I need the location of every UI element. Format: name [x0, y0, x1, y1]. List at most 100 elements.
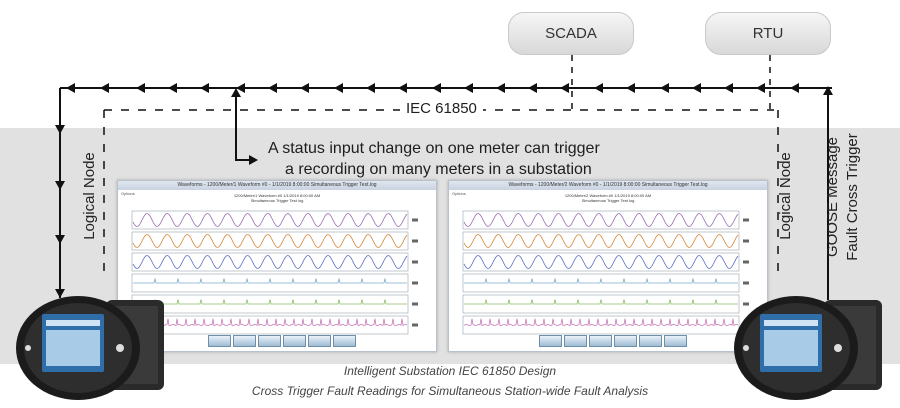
bus-arrow [66, 83, 75, 93]
bus-arrow [594, 83, 603, 93]
trace-frame [462, 252, 740, 272]
bus-arrow [398, 83, 407, 93]
logical-node-left-label: Logical Node [81, 152, 98, 240]
window-header: 1200/Meter/2 Waveform #0 1/1/2019 8:00:0… [449, 193, 767, 203]
window-menu: Options [452, 191, 466, 196]
trace-scale-label [412, 218, 418, 222]
waveform-trace [463, 213, 739, 227]
taskbar-button [233, 335, 256, 347]
status-text-line2: a recording on many meters in a substati… [285, 161, 592, 178]
taskbar-button [614, 335, 637, 347]
waveform-trace [463, 234, 739, 248]
waveform-trace [132, 255, 408, 269]
bus-arrow [100, 83, 109, 93]
waveform-trace [132, 318, 408, 327]
trace-scale-label [743, 239, 749, 243]
bus-arrow [464, 83, 473, 93]
trace-scale-label [412, 281, 418, 285]
window-titlebar [118, 181, 436, 190]
taskbar-button [308, 335, 331, 347]
taskbar-button [258, 335, 281, 347]
waveform-trace [463, 318, 739, 327]
bus-arrow [432, 83, 441, 93]
trace-frame [131, 315, 409, 335]
drop-arrow [55, 235, 65, 244]
waveform-trace [132, 213, 408, 227]
bus-arrow [660, 83, 669, 93]
drop-arrow [55, 289, 65, 298]
waveform-trace [464, 299, 738, 305]
caption-line1: Intelligent Substation IEC 61850 Design [343, 364, 557, 378]
protocol-label: IEC 61850 [400, 100, 483, 117]
taskbar-button [589, 335, 612, 347]
caption-line2: Cross Trigger Fault Readings for Simulta… [251, 384, 649, 398]
waveform-trace [133, 299, 407, 305]
drop-arrow [55, 125, 65, 134]
bus-arrow [136, 83, 145, 93]
bus-arrow [334, 83, 343, 93]
trace-scale-label [743, 302, 749, 306]
bus-arrow [496, 83, 505, 93]
bus-arrow [300, 83, 309, 93]
logical-node-right-label: Logical Node [777, 152, 794, 240]
taskbar-button [208, 335, 231, 347]
rtu-label: RTU [752, 25, 784, 42]
drop-arrow [55, 181, 65, 190]
status-branch-pointer [249, 155, 258, 165]
status-branch-arrow [231, 88, 241, 97]
window-menu: Options [121, 191, 135, 196]
power-meter-right [734, 296, 882, 400]
trace-scale-label [412, 323, 418, 327]
taskbar-button [564, 335, 587, 347]
waveform-trace [463, 255, 739, 269]
waveform-trace [132, 234, 408, 248]
window-taskbar-1 [208, 333, 358, 347]
waveform-traces-2 [462, 210, 749, 335]
status-text-line1: A status input change on one meter can t… [268, 140, 600, 157]
taskbar-button [539, 335, 562, 347]
rise-arrow-top [823, 86, 833, 95]
bus-arrow [626, 83, 635, 93]
waveform-trace [464, 278, 738, 284]
taskbar-button [333, 335, 356, 347]
scada-label: SCADA [545, 25, 597, 42]
bus-arrow [366, 83, 375, 93]
window-taskbar-2 [539, 333, 689, 347]
bus-arrow [268, 83, 277, 93]
trace-frame [462, 315, 740, 335]
rtu-node: RTU [705, 12, 831, 55]
waveform-traces-1 [131, 210, 418, 335]
window-title: Waveforms - 1200/Meter/1 Waveform #0 - 1… [177, 182, 377, 188]
power-meter-left [16, 296, 164, 400]
taskbar-button [639, 335, 662, 347]
taskbar-button [664, 335, 687, 347]
trace-scale-label [412, 260, 418, 264]
window-titlebar [449, 181, 767, 190]
goose-message-label: GOOSE Message [824, 136, 841, 258]
window-header-line2: Simultaneous Trigger Test log [581, 198, 635, 203]
taskbar-button [283, 335, 306, 347]
fault-cross-trigger-label: Fault Cross Trigger [844, 133, 861, 261]
trace-scale-label [743, 218, 749, 222]
window-header-line1: 1200/Meter/1 Waveform #0 1/1/2019 8:00:0… [233, 193, 321, 198]
trace-scale-label [743, 260, 749, 264]
bus-arrow [236, 83, 245, 93]
bus-arrow [528, 83, 537, 93]
bus-arrow [168, 83, 177, 93]
trace-frame [131, 252, 409, 272]
waveform-window-1: Waveforms - 1200/Meter/1 Waveform #0 - 1… [117, 180, 437, 352]
bus-arrow [790, 83, 799, 93]
status-branch-line [235, 92, 256, 161]
bus-arrow [692, 83, 701, 93]
trace-frame [462, 231, 740, 251]
scada-node: SCADA [508, 12, 634, 55]
bus-arrow [200, 83, 209, 93]
window-title: Waveforms - 1200/Meter/2 Waveform #0 - 1… [508, 182, 708, 188]
bus-arrow [560, 83, 569, 93]
window-header-line2: Simultaneous Trigger Test log [250, 198, 304, 203]
trace-frame [462, 210, 740, 230]
waveform-window-2: Waveforms - 1200/Meter/2 Waveform #0 - 1… [448, 180, 768, 352]
window-header: 1200/Meter/1 Waveform #0 1/1/2019 8:00:0… [118, 193, 436, 203]
